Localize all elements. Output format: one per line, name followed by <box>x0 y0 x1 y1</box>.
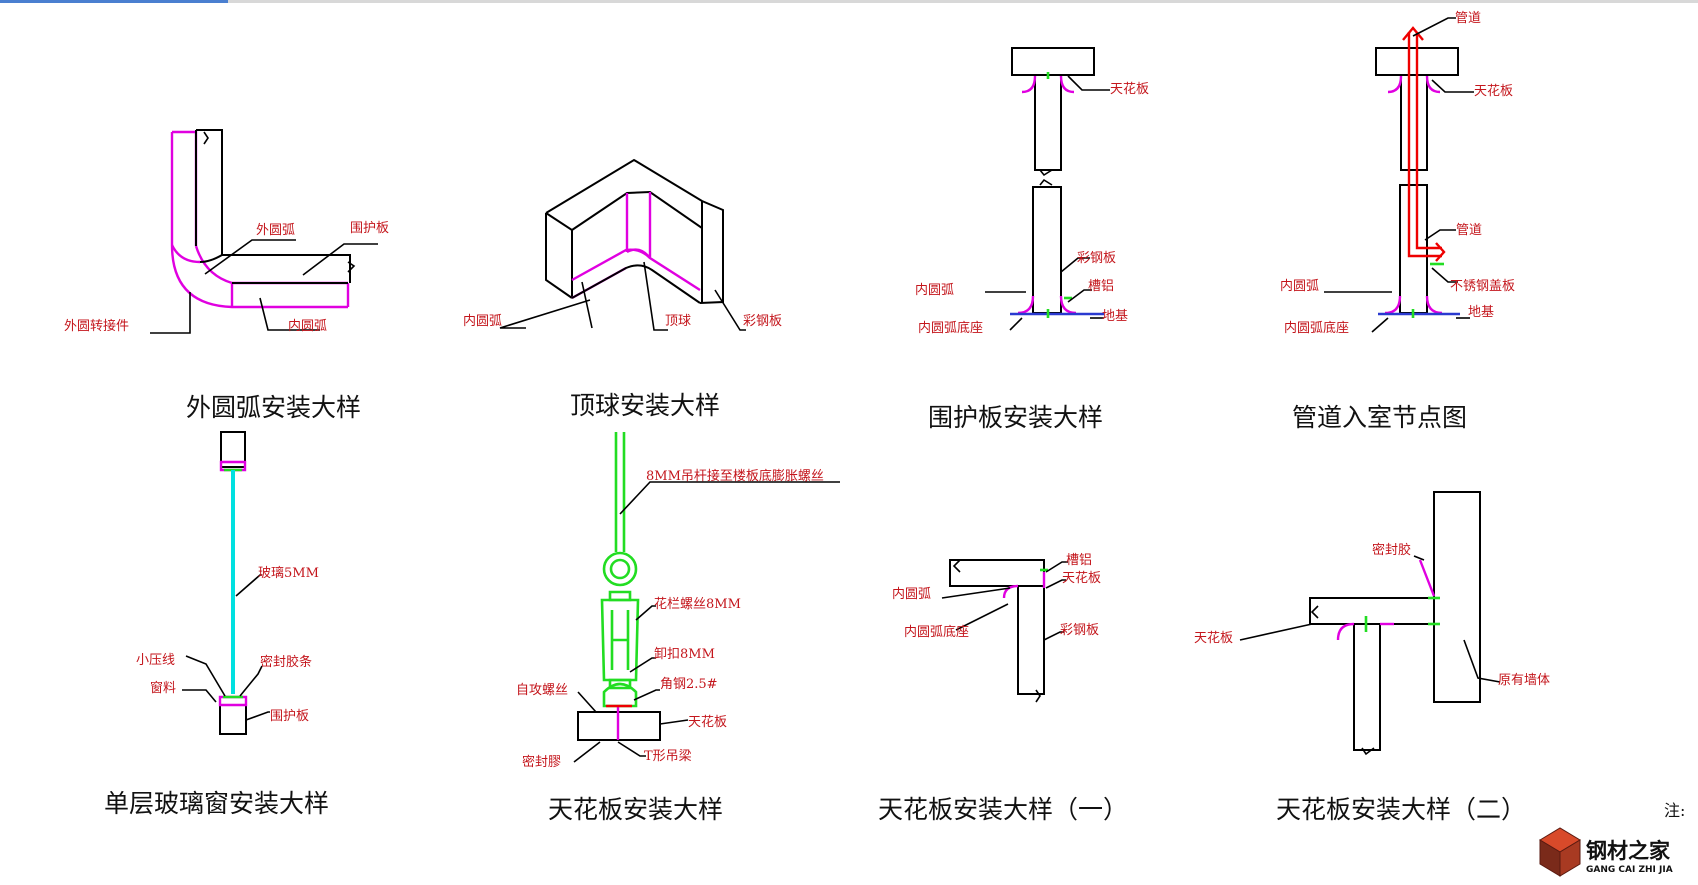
label-top-ball: 顶球 <box>665 314 691 329</box>
label-inner-arc: 内圆弧 <box>892 586 931 602</box>
label-inner-arc: 内圆弧 <box>1280 278 1319 294</box>
label-ceiling-panel: 天花板 <box>1062 570 1101 586</box>
label-self-tap-screw: 自攻螺丝 <box>516 683 568 698</box>
label-foundation: 地基 <box>1102 309 1128 324</box>
label-color-steel-panel: 彩钢板 <box>743 314 782 329</box>
label-inner-arc: 内圆弧 <box>915 282 954 298</box>
label-foundation: 地基 <box>1468 305 1494 320</box>
title-ceiling-hang: 天花板安装大样 <box>548 795 723 824</box>
label-ceiling-panel: 天花板 <box>1110 81 1149 97</box>
panel-enclosure: 天花板 彩钢板 内圆弧 槽铝 地基 内圆弧底座 围护板安装大样 <box>915 47 1149 432</box>
title-outer-arc: 外圆弧安装大样 <box>186 393 361 422</box>
label-inner-arc: 内圆弧 <box>463 313 502 329</box>
panel-top-ball: 内圆弧 顶球 彩钢板 顶球安装大样 <box>463 158 782 420</box>
title-top-ball: 顶球安装大样 <box>570 391 720 420</box>
label-inner-arc: 内圆弧 <box>288 318 327 334</box>
label-existing-wall: 原有墙体 <box>1498 673 1550 688</box>
panel-pipe-entry: 管道 天花板 管道 内圆弧 不锈钢盖板 地基 内圆弧底座 管道入室节点图 <box>1280 11 1515 432</box>
top-border <box>0 0 1698 3</box>
title-ceiling-one: 天花板安装大样（一） <box>878 795 1128 824</box>
label-rod: 8MM吊杆接至楼板底膨胀螺丝 <box>646 468 824 484</box>
panel-ceiling-hang: 8MM吊杆接至楼板底膨胀螺丝 花栏螺丝8MM 卸扣8MM 角钢2.5# 自攻螺丝… <box>516 432 840 824</box>
label-inner-arc-base: 内圆弧底座 <box>1284 320 1349 336</box>
label-channel-aluminum: 槽铝 <box>1066 553 1092 568</box>
label-glass: 玻璃5MM <box>258 566 319 581</box>
logo: 钢材之家 GANG CAI ZHI JIA <box>1539 827 1673 877</box>
title-pipe-entry: 管道入室节点图 <box>1292 403 1467 432</box>
panel-outer-arc: 外圆弧 围护板 外圆转接件 内圆弧 外圆弧安装大样 <box>64 129 389 422</box>
note-label: 注: <box>1664 801 1685 820</box>
cube-logo-icon <box>1539 827 1581 877</box>
label-angle-steel: 角钢2.5# <box>660 677 718 692</box>
title-glass-window: 单层玻璃窗安装大样 <box>104 789 329 818</box>
label-inner-arc-base: 内圆弧底座 <box>904 624 969 640</box>
label-ceiling-panel: 天花板 <box>1194 630 1233 646</box>
label-enclosure-panel: 围护板 <box>270 709 309 724</box>
label-outer-arc-connector: 外圆转接件 <box>64 318 129 334</box>
label-shackle: 卸扣8MM <box>654 646 715 662</box>
label-enclosure-panel: 围护板 <box>350 221 389 236</box>
label-inner-arc-base: 内圆弧底座 <box>918 320 983 336</box>
label-bead-line: 小压线 <box>136 653 175 668</box>
panel-ceiling-two: 密封胶 天花板 原有墙体 天花板安装大样（二） <box>1194 491 1550 824</box>
logo-text-en: GANG CAI ZHI JIA <box>1586 865 1673 875</box>
panel-ceiling-one: 槽铝 天花板 内圆弧 内圆弧底座 彩钢板 天花板安装大样（一） <box>878 553 1128 824</box>
logo-text-cn: 钢材之家 <box>1586 839 1671 863</box>
label-pipe: 管道 <box>1456 223 1482 238</box>
title-enclosure: 围护板安装大样 <box>928 403 1103 432</box>
title-ceiling-two: 天花板安装大样（二） <box>1276 795 1526 824</box>
label-sealing-strip: 密封胶条 <box>260 654 312 670</box>
top-accent-bar <box>0 0 228 3</box>
label-window-frame: 窗料 <box>150 680 176 696</box>
label-t-beam: T形吊梁 <box>644 749 692 764</box>
label-sealant: 密封胶 <box>1372 542 1411 558</box>
label-ceiling-panel: 天花板 <box>1474 83 1513 99</box>
label-ceiling-panel: 天花板 <box>688 714 727 730</box>
panel-glass-window: 玻璃5MM 小压线 密封胶条 窗料 围护板 单层玻璃窗安装大样 <box>104 431 329 818</box>
label-outer-arc: 外圆弧 <box>256 223 295 238</box>
label-turnbuckle: 花栏螺丝8MM <box>654 596 741 612</box>
label-color-steel-panel: 彩钢板 <box>1077 251 1116 266</box>
label-sealant: 密封膠 <box>522 754 561 770</box>
label-pipe-top: 管道 <box>1455 11 1481 26</box>
label-channel-aluminum: 槽铝 <box>1088 279 1114 294</box>
label-stainless-cover: 不锈钢盖板 <box>1450 279 1515 294</box>
label-color-steel-panel: 彩钢板 <box>1060 623 1099 638</box>
